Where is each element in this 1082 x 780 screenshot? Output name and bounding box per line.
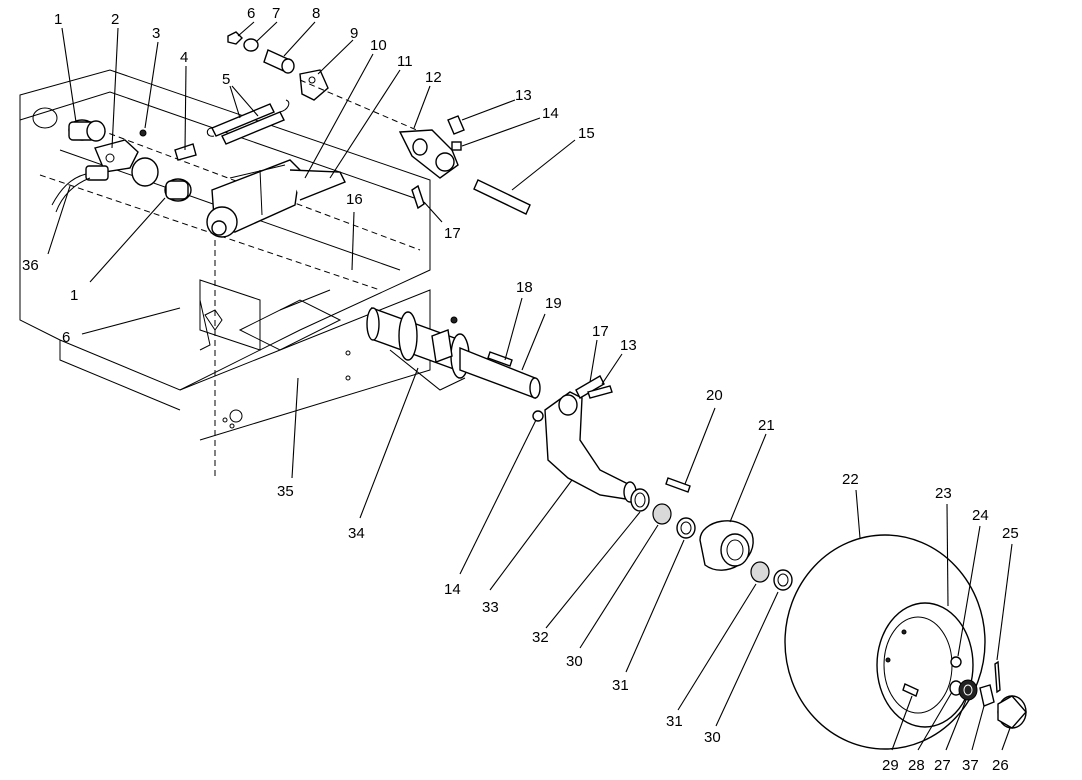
callout-34: 34 — [348, 525, 365, 542]
callout-26: 26 — [992, 757, 1009, 774]
callout-3: 3 — [152, 25, 160, 42]
callout-14: 14 — [542, 105, 559, 122]
callout-1: 1 — [54, 11, 62, 28]
callout-32: 32 — [532, 629, 549, 646]
callout-14b: 14 — [444, 581, 461, 598]
callout-20: 20 — [706, 387, 723, 404]
callout-13: 13 — [515, 87, 532, 104]
callout-19: 19 — [545, 295, 562, 312]
leader-lines — [47, 21, 1013, 751]
callout-30: 30 — [566, 653, 583, 670]
actuator — [206, 159, 346, 238]
callout-2: 2 — [111, 11, 119, 28]
callout-31: 31 — [612, 677, 629, 694]
upper-left-parts — [32, 107, 197, 213]
callout-17: 17 — [444, 225, 461, 242]
callout-21: 21 — [758, 417, 775, 434]
top-hardware — [227, 31, 441, 141]
callout-22: 22 — [842, 471, 859, 488]
shaft-tube — [366, 306, 470, 379]
callout-24: 24 — [972, 507, 989, 524]
hub-and-bearings — [630, 477, 793, 591]
callout-1b: 1 — [70, 287, 78, 304]
pivot-arm — [398, 115, 531, 215]
callout-6: 6 — [247, 5, 255, 22]
callout-labels: 1 2 3 4 5 6 7 8 9 10 11 12 13 14 15 16 1… — [22, 5, 1019, 774]
callout-31b: 31 — [666, 713, 683, 730]
callout-18: 18 — [516, 279, 533, 296]
callout-16: 16 — [346, 191, 363, 208]
callout-30b: 30 — [704, 729, 721, 746]
callout-37: 37 — [962, 757, 979, 774]
wheel-assembly — [784, 534, 986, 750]
callout-8: 8 — [312, 5, 320, 22]
callout-7: 7 — [272, 5, 280, 22]
callout-17b: 17 — [592, 323, 609, 340]
callout-10: 10 — [370, 37, 387, 54]
callout-6b: 6 — [62, 329, 70, 346]
callout-27: 27 — [934, 757, 951, 774]
callout-11: 11 — [397, 53, 413, 70]
callout-25: 25 — [1002, 525, 1019, 542]
callout-29: 29 — [882, 757, 899, 774]
spindle-arm — [532, 375, 637, 503]
wheel-hardware — [949, 656, 1027, 729]
callout-15: 15 — [578, 125, 595, 142]
callout-36: 36 — [22, 257, 39, 274]
springs — [206, 99, 290, 145]
axle — [459, 346, 541, 400]
callout-23: 23 — [935, 485, 952, 502]
callout-35: 35 — [277, 483, 294, 500]
callout-33: 33 — [482, 599, 499, 616]
callout-13b: 13 — [620, 337, 637, 354]
callout-4: 4 — [180, 49, 188, 66]
callout-5: 5 — [222, 71, 230, 88]
callout-9: 9 — [350, 25, 358, 42]
callout-28: 28 — [908, 757, 925, 774]
callout-12: 12 — [425, 69, 442, 86]
